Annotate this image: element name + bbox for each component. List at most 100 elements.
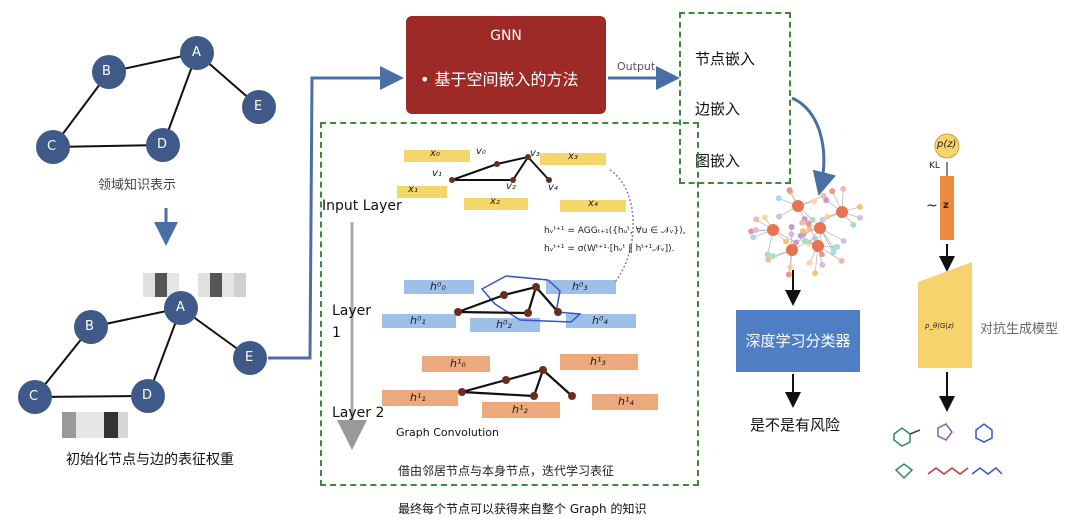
top-node-d — [146, 128, 180, 162]
cluster-leaf-node — [788, 224, 795, 231]
conv-caption: 借由邻居节点与本身节点，迭代学习表征 — [398, 464, 615, 478]
cluster-leaf-node — [753, 216, 760, 223]
layer2-bars — [382, 354, 658, 418]
v1-label: v₁ — [432, 168, 442, 179]
gnn-bullet: • 基于空间嵌入的方法 — [420, 70, 579, 89]
cluster-leaf-node — [764, 251, 771, 258]
output-graph-embed: 图嵌入 — [695, 152, 741, 170]
input-layer-bars — [397, 150, 626, 212]
bottom-node-e-label: E — [245, 350, 254, 365]
feature-strip-1 — [143, 273, 246, 297]
input-graph — [451, 155, 550, 181]
cluster-leaf-node — [787, 264, 794, 271]
cluster-hub-node — [836, 206, 848, 218]
h0-0-label: h⁰₀ — [430, 280, 446, 293]
layer1-bars — [382, 280, 636, 332]
h1-4-label: h¹₄ — [618, 395, 634, 408]
top-node-b-label: B — [102, 64, 111, 79]
pz-label: p(z) — [937, 139, 957, 150]
cluster-leaf-node — [761, 214, 768, 221]
x0-label: x₀ — [430, 148, 440, 159]
output-arrow-label: Output — [617, 60, 656, 73]
h1-1-label: h¹₁ — [410, 391, 426, 404]
cluster-leaf-node — [809, 216, 816, 223]
x2-label: x₂ — [490, 196, 500, 207]
decoder-label: p_θ(G|z) — [925, 322, 955, 330]
x3-label: x₃ — [568, 151, 578, 162]
kl-label: KL — [929, 161, 940, 171]
output-edge-embed: 边嵌入 — [695, 100, 741, 118]
generative-label: 对抗生成模型 — [980, 322, 1059, 337]
cluster-leaf-node — [850, 221, 857, 228]
cluster-leaf-node — [840, 237, 847, 244]
cluster-leaf-node — [797, 232, 804, 239]
cluster-leaf-node — [786, 187, 793, 194]
top-node-e — [242, 90, 276, 124]
arrow-to-gnn — [268, 66, 404, 360]
top-node-a — [180, 36, 214, 70]
top-node-b — [92, 55, 126, 89]
classifier-result: 是不是有风险 — [750, 416, 841, 434]
bottom-node-c-label: C — [29, 389, 39, 404]
bottom-node-b-label: B — [85, 319, 94, 334]
cluster-hub-node — [814, 222, 826, 234]
graph-conv-label: Graph Convolution — [396, 426, 499, 439]
h0-1-label: h⁰₁ — [410, 314, 426, 327]
cluster-leaf-node — [819, 262, 826, 269]
equation-1: hᵥᵗ⁺¹ = AGGₜ₊₁({hᵤᵗ, ∀u ∈ 𝒩ᵥ}), — [544, 226, 686, 236]
top-node-c — [36, 130, 70, 164]
cluster-leaf-node — [820, 192, 827, 199]
tilde-label: ~ — [926, 198, 938, 214]
layer2-label: Layer 2 — [332, 405, 385, 421]
cluster-leaf-node — [776, 213, 783, 220]
output-node-embed: 节点嵌入 — [695, 50, 756, 68]
h0-4-label: h⁰₄ — [592, 314, 608, 327]
cluster-leaf-node — [811, 198, 818, 205]
cluster-leaf-node — [769, 253, 776, 260]
node-cluster — [748, 185, 863, 278]
h1-3-label: h¹₃ — [590, 355, 606, 368]
gnn-title: GNN — [490, 28, 522, 44]
cluster-leaf-node — [799, 219, 806, 226]
top-node-a-label: A — [192, 45, 201, 60]
layer1-label: Layer 1 — [332, 303, 372, 341]
input-layer-label: Input Layer — [322, 198, 402, 214]
curved-arrow-cluster — [791, 96, 837, 196]
classifier-box: 深度学习分类器 — [736, 310, 860, 372]
cluster-leaf-node — [806, 260, 813, 267]
cluster-hub-node — [812, 240, 824, 252]
cluster-leaf-node — [785, 271, 792, 278]
cluster-leaf-node — [788, 231, 795, 238]
cluster-leaf-node — [805, 220, 812, 227]
feature-strip-2 — [62, 412, 128, 438]
cluster-hub-node — [767, 224, 779, 236]
cluster-leaf-node — [775, 195, 782, 202]
cluster-leaf-node — [834, 243, 841, 250]
equation-2: hᵥᵗ⁺¹ = σ(Wᵗ⁺¹·[hᵥᵗ ‖ hᵗ⁺¹𝒩ᵥ]). — [544, 244, 675, 254]
bottom-node-a-label: A — [176, 300, 185, 315]
graph-conv-box — [320, 122, 699, 486]
h1-2-label: h¹₂ — [512, 403, 528, 416]
cluster-leaf-node — [857, 214, 863, 221]
top-graph-nodes — [36, 36, 276, 164]
cluster-leaf-node — [829, 188, 836, 195]
x1-label: x₁ — [408, 184, 418, 195]
cluster-leaf-node — [840, 185, 847, 192]
gnn-box: GNN • 基于空间嵌入的方法 — [406, 16, 606, 114]
cluster-leaf-node — [801, 238, 808, 245]
bottom-caption: 最终每个节点可以获得来自整个 Graph 的知识 — [398, 502, 647, 516]
top-node-c-label: C — [47, 139, 57, 154]
bottom-graph-nodes — [18, 291, 267, 414]
z-bar — [940, 176, 954, 240]
output-box: 节点嵌入 边嵌入 图嵌入 — [679, 12, 791, 184]
cluster-hub-node — [792, 200, 804, 212]
h1-0-label: h¹₀ — [450, 357, 466, 370]
decoder-trapezoid — [918, 262, 972, 368]
cluster-leaf-node — [856, 203, 863, 210]
cluster-hub-node — [786, 244, 798, 256]
x4-label: x₄ — [588, 198, 598, 209]
cluster-leaf-node — [823, 197, 830, 204]
molecule-sketches — [893, 423, 1003, 480]
v0-label: v₀ — [476, 146, 486, 157]
